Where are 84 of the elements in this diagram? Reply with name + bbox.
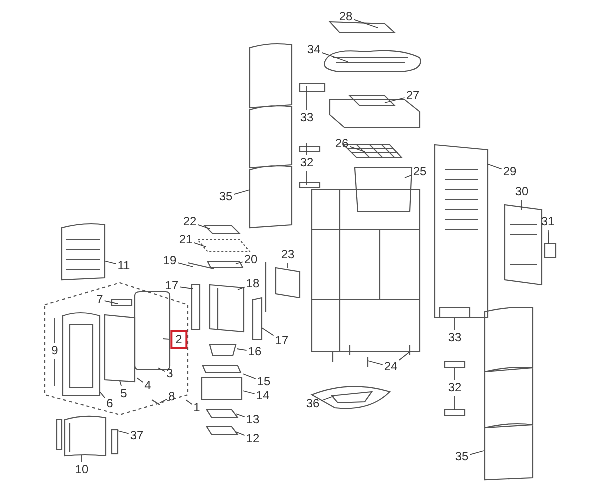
leader-line	[198, 224, 210, 230]
leader-line	[178, 262, 194, 268]
leader-line	[242, 390, 256, 394]
leader-line	[180, 286, 194, 290]
callout-number: 15	[257, 376, 271, 388]
leader-line	[160, 398, 168, 404]
leader-line	[236, 414, 246, 418]
callout-number: 24	[384, 360, 398, 374]
callout-number: 12	[246, 432, 260, 446]
callout-number: 32	[448, 382, 462, 394]
leader-line	[242, 374, 256, 380]
callout-number: 36	[306, 398, 320, 410]
leader-line	[368, 360, 384, 366]
callout-number: 29	[503, 166, 517, 178]
callout-number: 19	[163, 254, 177, 268]
bracket-part	[111, 429, 119, 455]
callout-number: 9	[52, 344, 58, 358]
callout-number: 17	[275, 334, 289, 348]
leader-line	[322, 52, 348, 62]
callout-number: 13	[246, 414, 260, 426]
leader-line	[404, 174, 412, 178]
leader-line	[454, 318, 456, 330]
callout-number: 21	[179, 234, 193, 246]
leader-line	[194, 242, 206, 248]
leader-line	[120, 380, 122, 386]
callout-number: 34	[307, 44, 321, 56]
leader-line	[236, 432, 246, 436]
leader-line	[384, 98, 406, 104]
callout-number: 11	[118, 260, 130, 272]
callout-number: 26	[335, 138, 349, 150]
leader-line	[454, 396, 456, 410]
leader-line	[104, 300, 118, 304]
leader-line	[306, 142, 308, 156]
leader-line	[104, 260, 117, 265]
leader-line	[398, 352, 410, 361]
callout-number: 25	[413, 166, 427, 178]
callout-number: 16	[248, 346, 262, 358]
callout-number: 35	[455, 450, 469, 464]
leader-line	[454, 368, 456, 380]
leader-line	[136, 378, 144, 383]
leader-line	[306, 86, 308, 110]
callout-number: 27	[406, 90, 420, 102]
leader-line	[236, 348, 248, 352]
leader-line	[186, 400, 193, 405]
leader-line	[350, 146, 366, 152]
leader-line	[162, 338, 170, 340]
leader-line	[486, 164, 502, 170]
callout-number: 22	[183, 216, 197, 228]
callout-number: 20	[244, 254, 258, 266]
door-panel-drawing	[64, 416, 107, 457]
callout-number: 17	[165, 280, 179, 292]
leader-line	[354, 19, 378, 28]
leader-line	[236, 262, 244, 264]
callout-number: 33	[448, 332, 462, 344]
leader-line	[306, 170, 308, 186]
callout-number: 7	[96, 294, 104, 306]
leader-line	[548, 230, 550, 244]
callout-number: 3	[166, 368, 174, 380]
leader-line	[234, 190, 250, 196]
highlighted-callout-number: 2	[170, 330, 188, 350]
callout-number: 10	[75, 464, 89, 476]
callout-number: 37	[130, 430, 144, 442]
leader-line	[54, 318, 56, 344]
callout-number: 30	[515, 186, 529, 198]
leader-line	[238, 286, 246, 290]
leader-line	[158, 368, 166, 372]
callout-number: 32	[300, 156, 314, 170]
leader-line	[320, 396, 336, 402]
leader-line	[54, 358, 56, 386]
callout-number: 18	[246, 278, 260, 290]
leader-line	[262, 328, 274, 336]
leader-line	[118, 430, 130, 434]
callout-number: 28	[339, 10, 353, 24]
callout-number: 5	[120, 388, 128, 400]
callout-number: 1	[194, 402, 200, 414]
callout-number: 6	[106, 398, 114, 410]
leader-line	[470, 450, 484, 456]
callout-number: 14	[256, 390, 270, 402]
callout-number: 33	[300, 112, 314, 124]
callout-number: 23	[281, 248, 295, 262]
callout-number: 8	[168, 390, 176, 404]
callout-number: 35	[219, 190, 233, 204]
leader-line	[100, 392, 106, 399]
callout-number: 4	[144, 380, 152, 392]
